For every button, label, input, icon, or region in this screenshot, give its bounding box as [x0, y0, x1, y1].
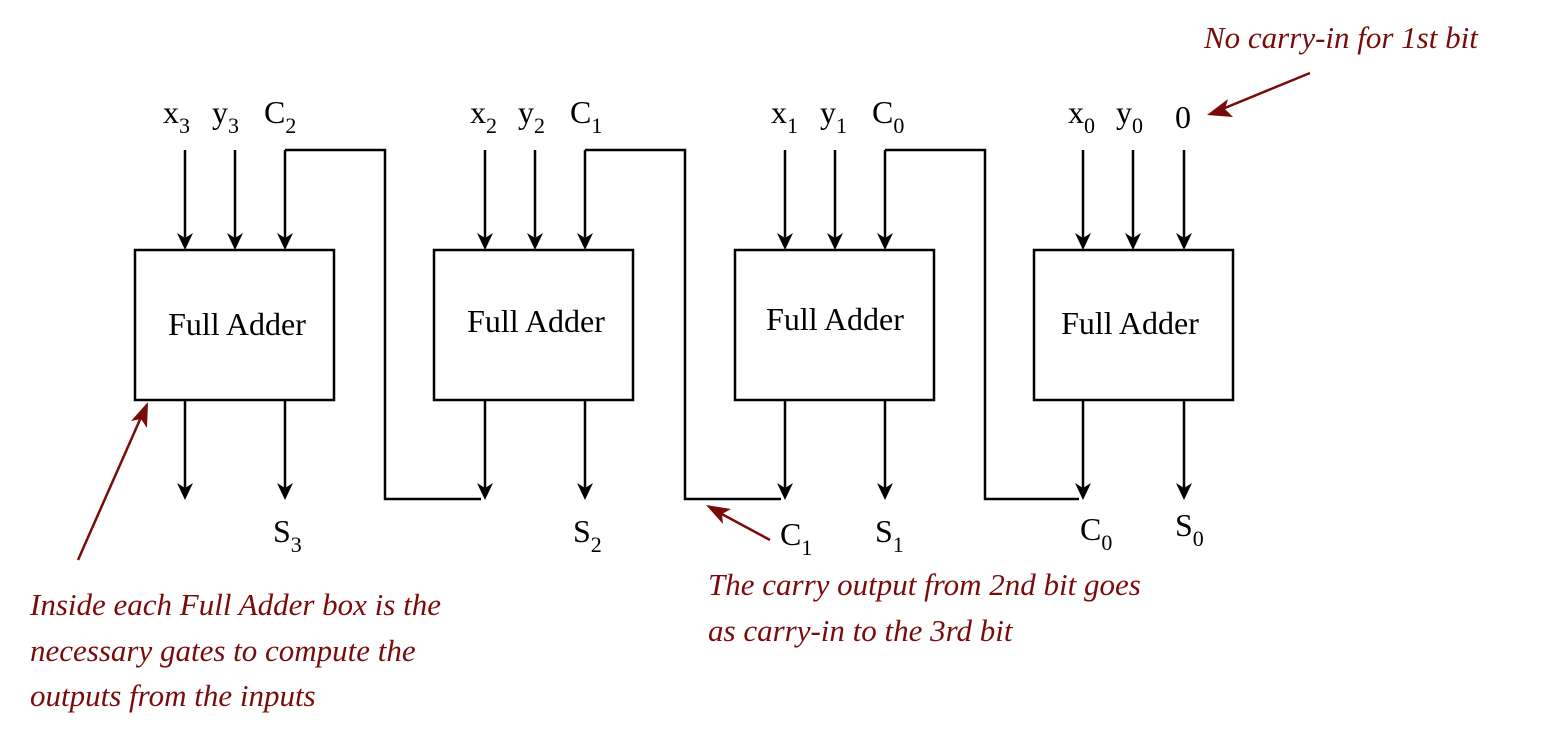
annotation-carry-output-line-2: as carry-in to the 3rd bit	[708, 613, 1014, 648]
full-adder-box	[733, 248, 936, 402]
arrowhead-icon	[1176, 233, 1192, 250]
arrowhead-icon	[877, 233, 893, 250]
arrowhead-icon	[1176, 483, 1192, 500]
annotation-arrow-inside-box	[76, 414, 144, 561]
adder-bit-2: Full Adder x2 y2 C1 S2	[432, 94, 635, 557]
arrowhead-icon	[577, 483, 593, 500]
arrowhead-icon	[477, 233, 493, 250]
input-label-x0: x0	[1068, 94, 1095, 138]
arrowhead-icon	[577, 233, 593, 250]
full-adder-box	[432, 248, 635, 402]
input-label-y0: y0	[1116, 94, 1143, 138]
annotation-arrowhead-icon	[131, 402, 148, 428]
arrowhead-icon	[1075, 233, 1091, 250]
annotation-arrowhead-icon	[1207, 99, 1233, 117]
sum-label-s0: S0	[1175, 507, 1204, 551]
annotation-carry-output-line-1: The carry output from 2nd bit goes	[708, 567, 1141, 602]
full-adder-label: Full Adder	[1061, 305, 1199, 341]
full-adder-label: Full Adder	[766, 301, 904, 337]
arrowhead-icon	[827, 233, 843, 250]
carry-route-adder0-to-adder1	[885, 148, 1079, 501]
full-adder-box	[1032, 248, 1235, 402]
arrowhead-icon	[177, 483, 193, 500]
adder-bit-1: Full Adder x1 y1 C0 C1 S1	[733, 94, 936, 560]
carry-out-label-c1: C1	[780, 516, 812, 560]
annotation-arrow-no-carry	[1219, 71, 1311, 112]
carry-route-adder2-to-adder3	[285, 148, 481, 501]
carry-route-adder1-to-adder2	[585, 148, 781, 501]
arrowhead-icon	[477, 483, 493, 500]
input-label-c0: C0	[872, 94, 904, 138]
arrowhead-icon	[277, 233, 293, 250]
input-label-x2: x2	[470, 94, 497, 138]
arrowhead-icon	[527, 233, 543, 250]
arrowhead-icon	[1075, 483, 1091, 500]
input-label-c2: C2	[264, 94, 296, 138]
annotation-arrowhead-icon	[706, 505, 731, 524]
input-label-y2: y2	[518, 94, 545, 138]
adder-bit-3: Full Adder x3 y3 C2 S3	[133, 94, 336, 557]
full-adder-label: Full Adder	[168, 306, 306, 342]
input-label-x3: x3	[163, 94, 190, 138]
annotation-inside-box-line-1: Inside each Full Adder box is the	[29, 587, 441, 622]
arrowhead-icon	[177, 233, 193, 250]
sum-label-s2: S2	[573, 513, 602, 557]
arrowhead-icon	[777, 483, 793, 500]
full-adder-label: Full Adder	[467, 303, 605, 339]
arrowhead-icon	[877, 483, 893, 500]
input-label-y3: y3	[212, 94, 239, 138]
sum-label-s1: S1	[875, 513, 904, 557]
sum-label-s3: S3	[273, 513, 302, 557]
arrowhead-icon	[227, 233, 243, 250]
annotation-arrow-carry-output	[717, 510, 771, 542]
carry-out-label-c0: C0	[1080, 511, 1112, 555]
input-label-zero: 0	[1175, 99, 1191, 135]
annotation-no-carry: No carry-in for 1st bit	[1203, 20, 1479, 55]
arrowhead-icon	[277, 483, 293, 500]
arrowhead-icon	[777, 233, 793, 250]
input-label-c1: C1	[570, 94, 602, 138]
arrowhead-icon	[1125, 233, 1141, 250]
annotation-inside-box-line-2: necessary gates to compute the	[30, 633, 416, 668]
adder-bit-0: Full Adder x0 y0 0 C0 S0	[1032, 94, 1235, 555]
input-label-y1: y1	[820, 94, 847, 138]
input-label-x1: x1	[771, 94, 798, 138]
full-adder-box	[133, 248, 336, 402]
annotation-inside-box-line-3: outputs from the inputs	[30, 678, 316, 713]
